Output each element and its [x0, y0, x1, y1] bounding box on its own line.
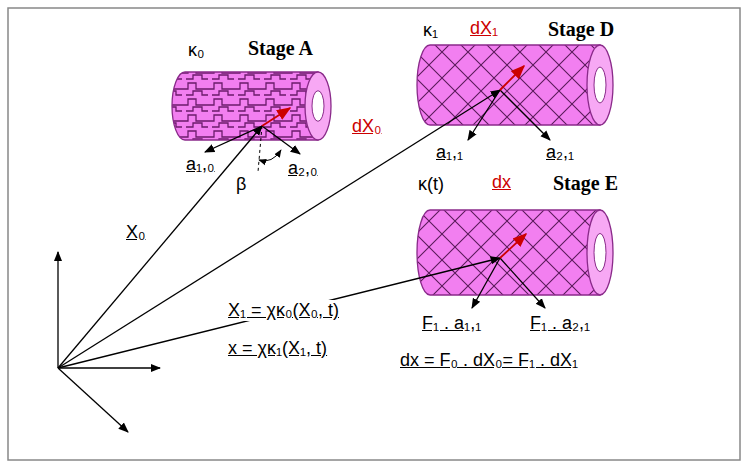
vector-label: a₂,₁	[546, 142, 574, 163]
vector-label: F₁ . a₁,₁	[420, 313, 483, 334]
angle-label: β	[236, 174, 246, 195]
configuration-label: κ₁	[423, 20, 438, 41]
equation: dx = F₀ . dX₀= F₁ . dX₁	[398, 350, 580, 371]
tube	[417, 45, 613, 125]
mapping-label: x = χκ₁(X₁, t)	[226, 338, 329, 359]
fibre-vector	[500, 258, 545, 308]
stage-tube: Stage E κ(t) dx	[410, 165, 640, 297]
axis	[57, 252, 58, 368]
line-element	[262, 108, 290, 126]
tube	[417, 210, 613, 295]
vector-label: X₀	[124, 222, 147, 243]
line-element	[500, 234, 526, 258]
vector-label: a₁,₀	[186, 154, 215, 175]
vector-label: a₁,₁	[436, 142, 463, 163]
stage-tube: Stage A κ₀ dX₀	[170, 14, 410, 146]
mapping-label: X₁ = χκ₀(X₀, t)	[226, 300, 341, 321]
fibre-vector	[468, 90, 500, 140]
position-vector	[58, 126, 262, 368]
angle-reference	[258, 126, 262, 172]
frame	[8, 8, 740, 460]
fibre-vector	[472, 258, 500, 308]
axis	[58, 367, 160, 368]
line-element-label: dx	[492, 172, 511, 193]
stage-heading: Stage A	[248, 37, 313, 60]
stage-tube: Stage D κ₁ dX₁	[415, 10, 635, 128]
fibre-vector	[262, 126, 300, 154]
vector-label: F₁ . a₂,₁	[528, 313, 592, 334]
vector-label: a₂,₀	[288, 158, 317, 179]
angle-arc	[259, 150, 281, 161]
tube	[172, 72, 331, 140]
line-element-label: dX₁	[470, 18, 498, 39]
axis	[58, 368, 128, 432]
line-element	[500, 66, 524, 90]
stage-heading: Stage E	[553, 172, 618, 195]
fibre-vector	[500, 90, 550, 140]
stage-heading: Stage D	[548, 18, 614, 41]
line-element-label: dX₀	[352, 116, 382, 137]
configuration-label: κ(t)	[418, 174, 444, 195]
configuration-label: κ₀	[188, 40, 204, 61]
position-vector	[58, 90, 500, 368]
fibre-vector	[205, 126, 262, 152]
